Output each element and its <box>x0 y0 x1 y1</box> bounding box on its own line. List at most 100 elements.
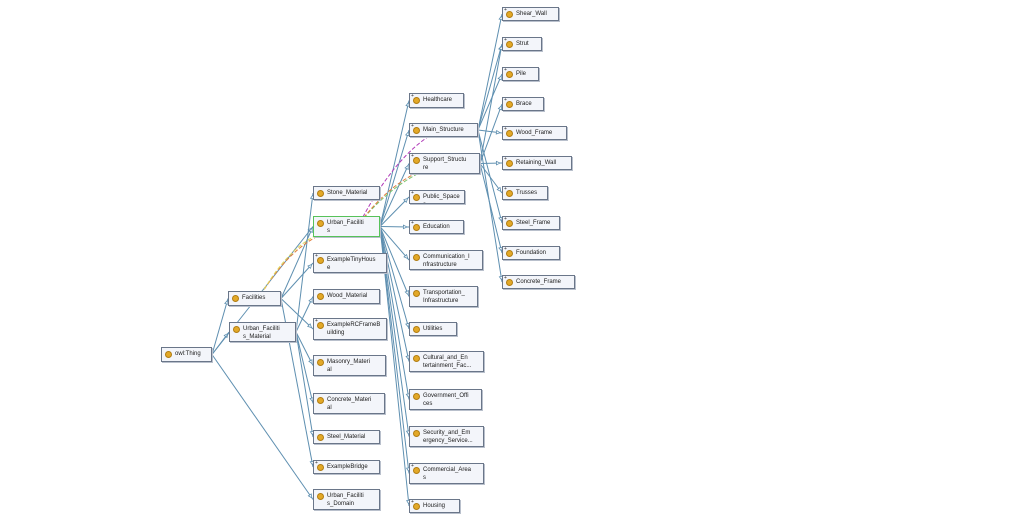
class-node-label: Pile <box>516 71 527 77</box>
subclass-edge <box>295 331 314 366</box>
class-node-label: ExampleRCFrameB uilding <box>327 322 381 336</box>
expand-plus-icon[interactable]: + <box>504 97 507 103</box>
class-node-example-tiny-house[interactable]: + ExampleTinyHous e <box>313 253 387 273</box>
expand-plus-icon[interactable]: + <box>411 123 414 129</box>
class-node-label: Stone_Material <box>327 190 368 196</box>
expand-plus-icon[interactable]: + <box>411 153 414 159</box>
class-node-masonry-material[interactable]: Masonry_Materi al <box>313 355 386 376</box>
class-node-urban-facilities[interactable]: Urban_Faciliti s <box>313 216 380 237</box>
class-dot-icon <box>317 293 324 300</box>
class-node-retaining-wall[interactable]: +Retaining_Wall <box>502 156 572 170</box>
class-dot-icon <box>317 220 324 227</box>
class-node-label: Masonry_Materi al <box>327 359 371 373</box>
class-node-urban-facilities-domain[interactable]: Urban_Faciliti s_Domain <box>313 489 380 510</box>
subclass-edge <box>379 100 410 227</box>
class-node-owl-thing[interactable]: owl:Thing <box>161 347 212 362</box>
class-node-label: Foundation <box>516 250 547 256</box>
subclass-edge <box>477 73 503 131</box>
expand-plus-icon[interactable]: + <box>315 460 318 466</box>
class-node-communication-infrastructure[interactable]: Communication_I nfrastructure <box>409 250 483 270</box>
class-dot-icon <box>317 359 324 366</box>
expand-plus-icon[interactable]: + <box>315 253 318 259</box>
class-node-government-offices[interactable]: Government_Offi ces <box>409 389 482 410</box>
expand-plus-icon[interactable]: + <box>411 499 414 505</box>
expand-plus-icon[interactable]: + <box>504 126 507 132</box>
expand-plus-icon[interactable]: + <box>504 216 507 222</box>
class-node-wood-frame[interactable]: +Wood_Frame <box>502 126 567 140</box>
class-node-pile[interactable]: + Pile <box>502 67 539 81</box>
class-node-healthcare[interactable]: +Healthcare <box>409 93 464 108</box>
class-node-shear-wall[interactable]: +Shear_Wall <box>502 7 559 21</box>
class-node-label: Education <box>423 224 450 230</box>
class-dot-icon <box>506 101 513 108</box>
subclass-edge <box>379 129 410 227</box>
class-dot-icon <box>413 393 420 400</box>
expand-plus-icon[interactable]: + <box>504 186 507 192</box>
class-node-cultural-entertainment[interactable]: Cultural_and_En tertainment_Fac... <box>409 351 484 372</box>
class-node-steel-frame[interactable]: + Steel_Frame <box>502 216 560 230</box>
class-dot-icon <box>413 503 420 510</box>
class-node-example-rc-frame-building[interactable]: + ExampleRCFrameB uilding <box>313 318 387 340</box>
subclass-arrowhead <box>404 131 410 137</box>
class-node-concrete-material[interactable]: Concrete_Materi al <box>313 393 385 414</box>
expand-plus-icon[interactable]: + <box>504 156 507 162</box>
class-node-public-spaces[interactable]: +Public_Spaces <box>409 190 465 204</box>
class-node-concrete-frame[interactable]: + Concrete_Frame <box>502 275 575 289</box>
subclass-edge <box>477 13 503 131</box>
class-node-wood-material[interactable]: Wood_Material <box>313 289 380 304</box>
class-node-label: Concrete_Frame <box>516 279 562 285</box>
class-node-strut[interactable]: +Strut <box>502 37 542 51</box>
expand-plus-icon[interactable]: + <box>411 93 414 99</box>
expand-plus-icon[interactable]: + <box>411 463 414 469</box>
expand-plus-icon[interactable]: + <box>504 275 507 281</box>
subclass-edge <box>295 331 314 438</box>
class-node-housing[interactable]: + Housing <box>409 499 460 513</box>
class-node-label: Government_Offi ces <box>423 393 469 407</box>
class-dot-icon <box>413 355 420 362</box>
expand-plus-icon[interactable]: + <box>504 7 507 13</box>
class-dot-icon <box>317 464 324 471</box>
expand-plus-icon[interactable]: + <box>411 190 414 196</box>
class-node-steel-material[interactable]: Steel_Material <box>313 430 380 444</box>
class-node-label: ExampleBridge <box>327 464 368 470</box>
expand-plus-icon[interactable]: + <box>504 37 507 43</box>
class-node-label: Cultural_and_En tertainment_Fac... <box>423 355 472 369</box>
expand-plus-icon[interactable]: + <box>411 220 414 226</box>
class-node-label: Steel_Frame <box>516 220 551 226</box>
expand-plus-icon[interactable]: + <box>315 318 318 324</box>
class-node-facilities[interactable]: Facilities <box>228 291 281 306</box>
class-node-trusses[interactable]: +Trusses <box>502 186 548 200</box>
class-dot-icon <box>317 434 324 441</box>
class-node-foundation[interactable]: + Foundation <box>502 246 560 260</box>
class-node-urban-facilities-material[interactable]: Urban_Faciliti s_Material <box>229 322 296 342</box>
class-node-utilities[interactable]: Utilities <box>409 322 457 336</box>
class-dot-icon <box>413 194 420 201</box>
class-node-example-bridge[interactable]: + ExampleBridge <box>313 460 380 474</box>
class-node-label: ExampleTinyHous e <box>327 257 376 271</box>
subclass-arrowhead <box>404 164 409 170</box>
class-node-label: Housing <box>423 503 446 509</box>
expand-plus-icon[interactable]: + <box>504 246 507 252</box>
class-dot-icon <box>413 467 420 474</box>
class-node-label: Concrete_Materi al <box>327 397 372 411</box>
class-node-label: Support_Structu re <box>423 157 467 171</box>
class-node-transportation-infrastructure[interactable]: Transportation_ Infrastructure <box>409 286 478 307</box>
class-dot-icon <box>413 326 420 333</box>
class-dot-icon <box>413 430 420 437</box>
class-node-stone-material[interactable]: Stone_Material <box>313 186 380 200</box>
subclass-edge <box>295 331 314 404</box>
subclass-arrowhead <box>497 74 502 81</box>
subclass-edge <box>211 354 314 500</box>
expand-plus-icon[interactable]: + <box>504 67 507 73</box>
class-node-main-structure[interactable]: +Main_Structure <box>409 123 478 137</box>
class-node-education[interactable]: + Education <box>409 220 464 234</box>
class-node-commercial-areas[interactable]: +Commercial_Area s <box>409 463 484 484</box>
subclass-edge <box>479 163 503 254</box>
class-node-label: Communication_I nfrastructure <box>423 254 470 268</box>
class-node-support-structure[interactable]: + Support_Structu re <box>409 153 480 174</box>
subclass-arrowhead <box>402 224 408 230</box>
class-node-brace[interactable]: +Brace <box>502 97 544 111</box>
class-dot-icon <box>506 220 513 227</box>
class-node-security-emergency[interactable]: Security_and_Em ergency_Service... <box>409 426 484 447</box>
